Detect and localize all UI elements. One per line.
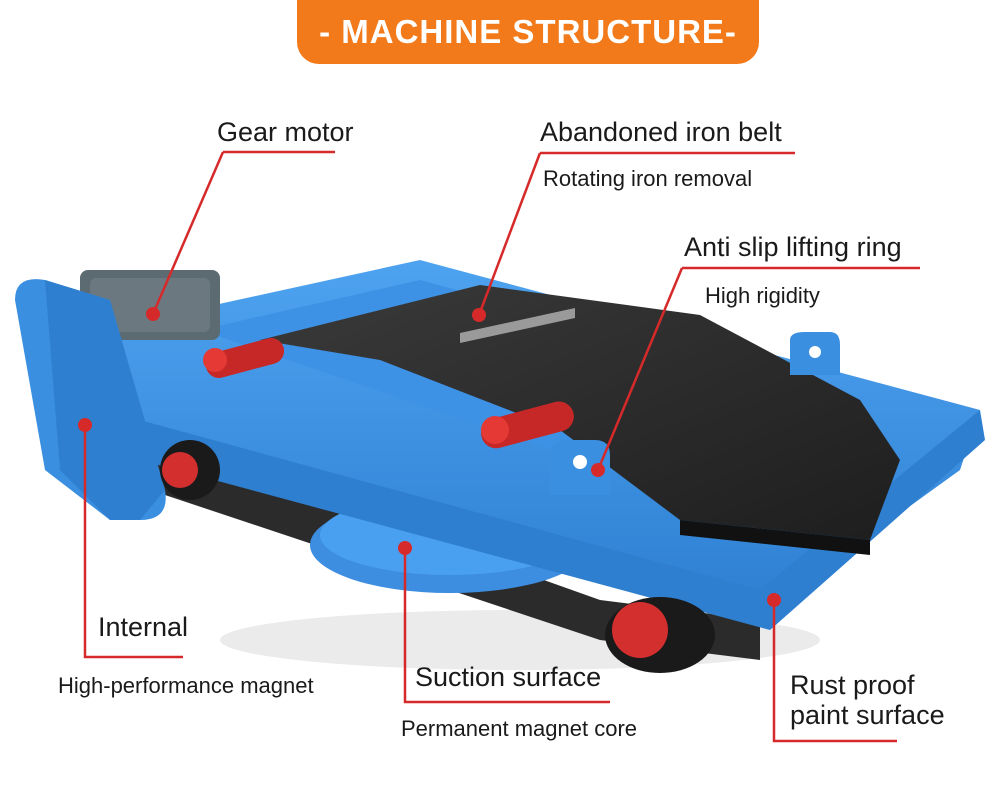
- sublabel-internal: High-performance magnet: [58, 673, 314, 698]
- sublabel-belt: Rotating iron removal: [543, 166, 753, 191]
- callout-line-gear-motor-leader: [151, 151, 225, 315]
- roller-left: [203, 338, 285, 378]
- label-rust-line1: Rust proof: [790, 670, 915, 700]
- sublabel-suction: Permanent magnet core: [401, 716, 638, 741]
- label-rust-line2: paint surface: [790, 700, 945, 730]
- sublabel-lifting-ring: High rigidity: [705, 283, 820, 308]
- belt: [260, 285, 900, 540]
- label-lifting-ring: Anti slip lifting ring: [684, 232, 902, 262]
- callout-line-suction: [403, 548, 610, 704]
- label-belt: Abandoned iron belt: [540, 117, 782, 147]
- callout-line-rust: [772, 600, 897, 743]
- callout-lines: [83, 150, 920, 743]
- page-title: - MACHINE STRUCTURE-: [297, 0, 759, 64]
- wheel-left: [160, 440, 220, 500]
- callout-line-belt-leader: [477, 152, 542, 316]
- wheel-front: [605, 597, 715, 673]
- label-internal: Internal: [98, 612, 189, 642]
- label-gear-motor: Gear motor: [217, 117, 354, 147]
- label-suction: Suction surface: [415, 662, 602, 692]
- callout-line-internal: [83, 425, 183, 659]
- scraper-bar: [460, 308, 575, 343]
- callout-line-ring-leader: [596, 267, 684, 471]
- callout-dots: [78, 307, 781, 607]
- roller-right: [481, 401, 574, 449]
